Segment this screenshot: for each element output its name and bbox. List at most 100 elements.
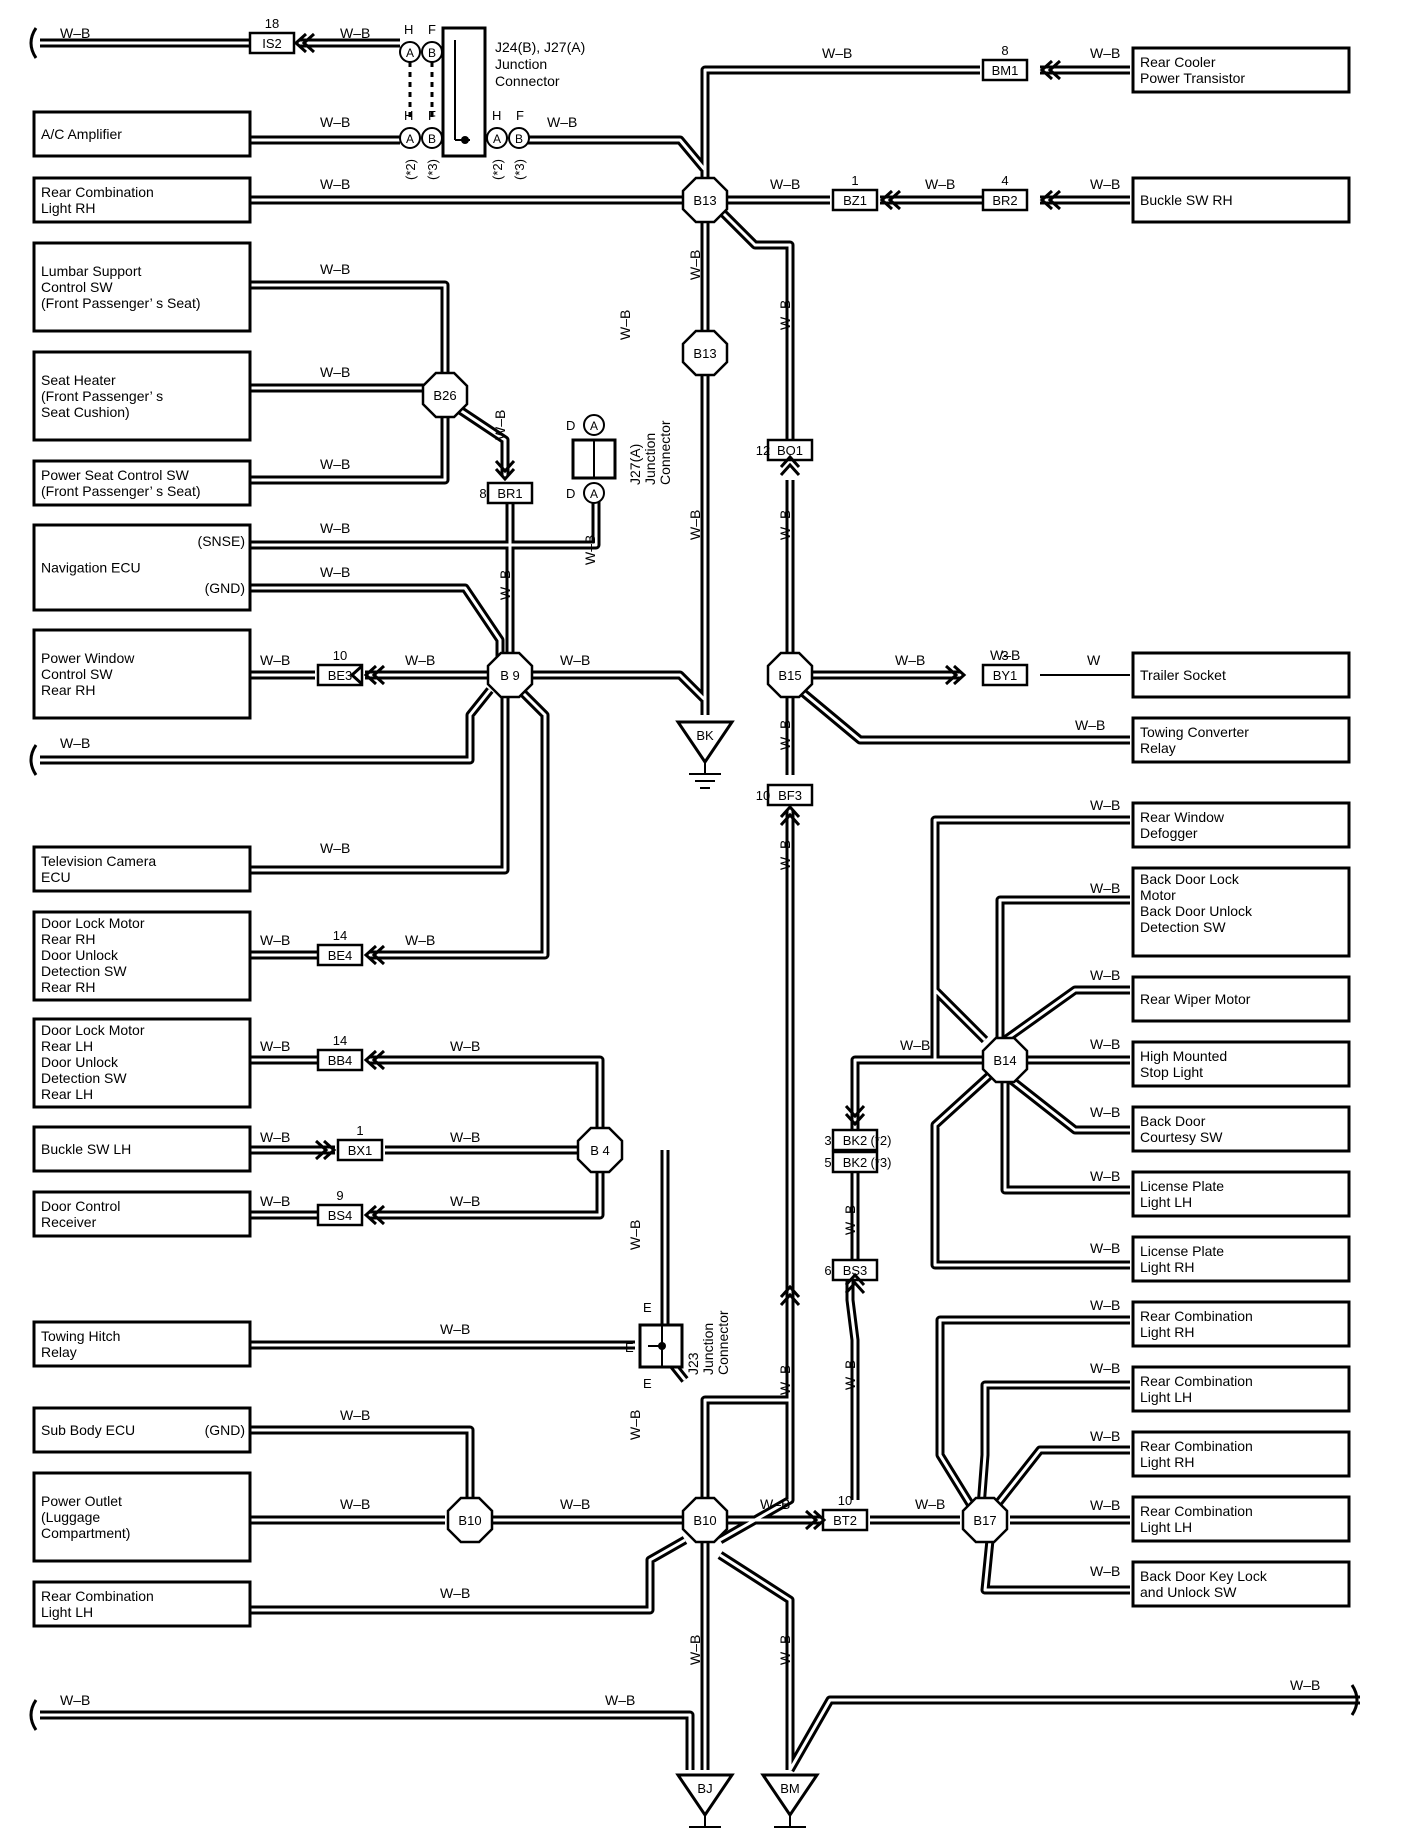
component-label: Rear Cooler xyxy=(1140,54,1216,70)
j27-line3: Connector xyxy=(657,420,673,485)
j23-title: J23 xyxy=(685,1352,701,1375)
wire-color-label: W–B xyxy=(560,1496,590,1512)
component-pin-label: (SNSE) xyxy=(198,533,245,549)
component-buckle-sw-rh: Buckle SW RH xyxy=(1131,176,1351,224)
component-label: Back Door Lock xyxy=(1140,871,1240,887)
component-label: Rear Combination xyxy=(1140,1308,1253,1324)
component-label: Light RH xyxy=(1140,1324,1194,1340)
component-label: Towing Hitch xyxy=(41,1328,120,1344)
wire-color-label: W–B xyxy=(320,520,350,536)
component-label: Light LH xyxy=(1140,1389,1192,1405)
component-label: Door Control xyxy=(41,1198,120,1214)
wire-color-label: W–B xyxy=(605,1692,635,1708)
connector-label: IS2 xyxy=(262,36,282,51)
wire-color-label: W–B xyxy=(1090,1297,1120,1313)
component-label: Back Door Key Lock xyxy=(1140,1568,1268,1584)
splice-b26: B26 xyxy=(421,371,469,419)
wire-color-label: W–B xyxy=(492,410,508,440)
component-ac-amplifier: A/C Amplifier xyxy=(32,110,252,158)
svg-text:A: A xyxy=(406,132,414,146)
wire-color-label: W–B xyxy=(450,1038,480,1054)
j23-pin-e-bottom: E xyxy=(643,1376,652,1391)
connector-pin: 14 xyxy=(333,1033,347,1048)
pin-a-j27-bottom: A xyxy=(583,482,605,504)
pin-a-j27-top: A xyxy=(583,414,605,436)
wire-color-label: W–B xyxy=(60,1692,90,1708)
wire-color-label: W–B xyxy=(260,932,290,948)
component-label: Relay xyxy=(41,1344,77,1360)
wire-color-label: W–B xyxy=(777,300,793,330)
wire-color-label: W–B xyxy=(777,1365,793,1395)
connector-pin: 3 xyxy=(824,1133,831,1148)
splice-label: B10 xyxy=(693,1513,716,1528)
j27-line2: Junction xyxy=(642,433,658,485)
svg-text:A: A xyxy=(590,487,598,501)
wire-color-label: W–B xyxy=(260,1129,290,1145)
component-label: Seat Heater xyxy=(41,372,116,388)
ground-bm: BM xyxy=(760,1773,820,1835)
splice-label: B17 xyxy=(973,1513,996,1528)
pin-d-top: D xyxy=(566,418,575,433)
connector-pin: 14 xyxy=(333,928,347,943)
connector-pin: 6 xyxy=(824,1263,831,1278)
component-label: Power Transistor xyxy=(1140,70,1245,86)
component-label: Light RH xyxy=(1140,1454,1194,1470)
splice-b10a: B10 xyxy=(446,1496,494,1544)
component-label: Lumbar Support xyxy=(41,263,142,279)
connector-bs3: BS3 6 xyxy=(824,1258,879,1282)
connector-note: (*2) xyxy=(871,1133,892,1148)
note-2-left: (*2) xyxy=(403,159,418,180)
j23-line3: Connector xyxy=(715,1310,731,1375)
wire-color-label: W–B xyxy=(497,570,513,600)
wire-color-label: W–B xyxy=(842,1205,858,1235)
pin-h-top: H xyxy=(404,22,413,37)
component-label: Rear Combination xyxy=(41,184,154,200)
splice-b9: B 9 xyxy=(486,651,534,699)
component-label: Rear Combination xyxy=(1140,1438,1253,1454)
splice-b17: B17 xyxy=(961,1496,1009,1544)
component-trailer-socket: Trailer Socket xyxy=(1131,651,1351,699)
component-label: Rear Window xyxy=(1140,809,1225,825)
wire-color-label: W–B xyxy=(1090,45,1120,61)
component-label: (Front Passenger’ s xyxy=(41,388,163,404)
ground-label: BK xyxy=(696,728,714,743)
connector-label: BY1 xyxy=(993,668,1018,683)
component-label: Rear Wiper Motor xyxy=(1140,991,1251,1007)
wire-color-label: W–B xyxy=(340,1496,370,1512)
wire-color-label: W–B xyxy=(990,647,1020,663)
wire-color-label: W–B xyxy=(547,114,577,130)
component-label: Stop Light xyxy=(1140,1064,1203,1080)
component-label: (Front Passenger’ s Seat) xyxy=(41,483,201,499)
pin-h-right: H xyxy=(492,108,501,123)
svg-text:A: A xyxy=(493,132,501,146)
connector-pin: 4 xyxy=(1001,173,1008,188)
wire-color-label: W–B xyxy=(1090,1428,1120,1444)
connector-pin: 1 xyxy=(356,1123,363,1138)
connector-pin: 9 xyxy=(336,1188,343,1203)
connector-label: BS3 xyxy=(843,1263,868,1278)
connector-pin: 8 xyxy=(1001,43,1008,58)
splice-b4: B 4 xyxy=(576,1126,624,1174)
component-label: Buckle SW LH xyxy=(41,1141,131,1157)
wire-color-label: W–B xyxy=(777,1635,793,1665)
wire-color-label: W–B xyxy=(1090,880,1120,896)
cable-break-marks xyxy=(29,27,1359,1731)
splice-b15: B15 xyxy=(766,651,814,699)
svg-text:A: A xyxy=(406,46,414,60)
svg-text:B: B xyxy=(428,46,436,60)
